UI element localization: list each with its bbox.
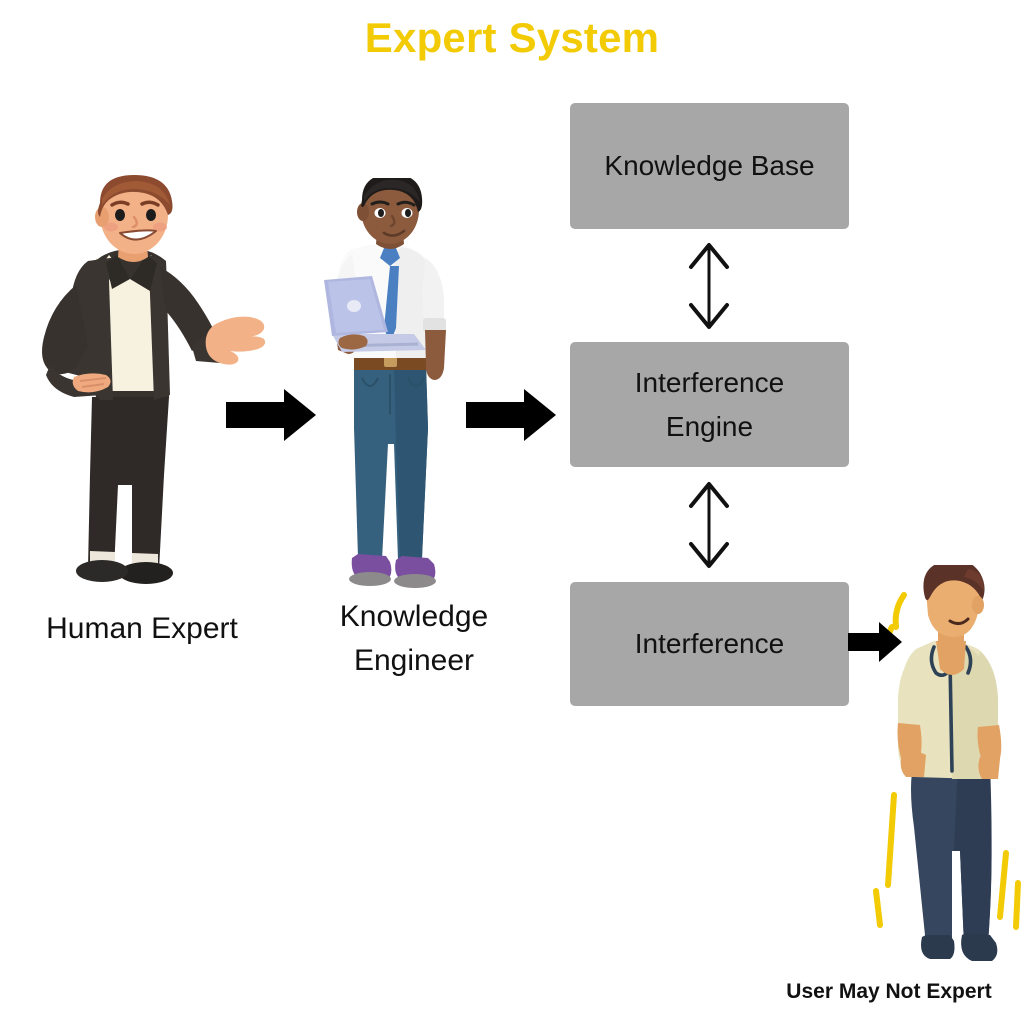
arrow-knowledge-base-to-engine-icon <box>689 243 729 329</box>
box-interference-engine-label-line2: Engine <box>665 410 754 442</box>
arrow-shaft <box>466 402 526 428</box>
caption-knowledge-engineer-line1: Knowledge <box>339 600 489 633</box>
box-knowledge-base-label: Knowledge Base <box>604 150 815 182</box>
box-knowledge-base[interactable]: Knowledge Base <box>570 103 849 229</box>
arrow-engine-to-interference-icon <box>689 482 729 568</box>
page-title: Expert System <box>364 14 660 61</box>
box-interference-engine[interactable]: Interference Engine <box>570 342 849 467</box>
arrow-system-to-user-icon <box>848 622 902 662</box>
box-interference-engine-label: Interference Engine <box>635 361 784 448</box>
human-expert-illustration <box>42 175 266 584</box>
knowledge-engineer-illustration <box>324 178 446 588</box>
box-interference-label: Interference <box>634 628 785 660</box>
arrow-head <box>879 622 902 662</box>
arrow-shaft <box>226 402 286 428</box>
arrow-head <box>284 389 316 441</box>
caption-human-expert: Human Expert <box>46 612 238 645</box>
caption-user: User May Not Expert <box>786 980 992 1003</box>
arrow-expert-to-engineer-icon <box>226 389 316 441</box>
caption-knowledge-engineer-line2: Engineer <box>353 643 475 677</box>
arrow-head <box>524 389 556 441</box>
box-interference[interactable]: Interference <box>570 582 849 706</box>
arrow-engineer-to-system-icon <box>466 389 556 441</box>
box-interference-engine-label-line1: Interference <box>634 367 785 399</box>
user-illustration <box>873 565 1021 961</box>
caption-knowledge-engineer: Knowledge Engineer <box>300 595 528 682</box>
arrow-shaft <box>848 633 880 651</box>
